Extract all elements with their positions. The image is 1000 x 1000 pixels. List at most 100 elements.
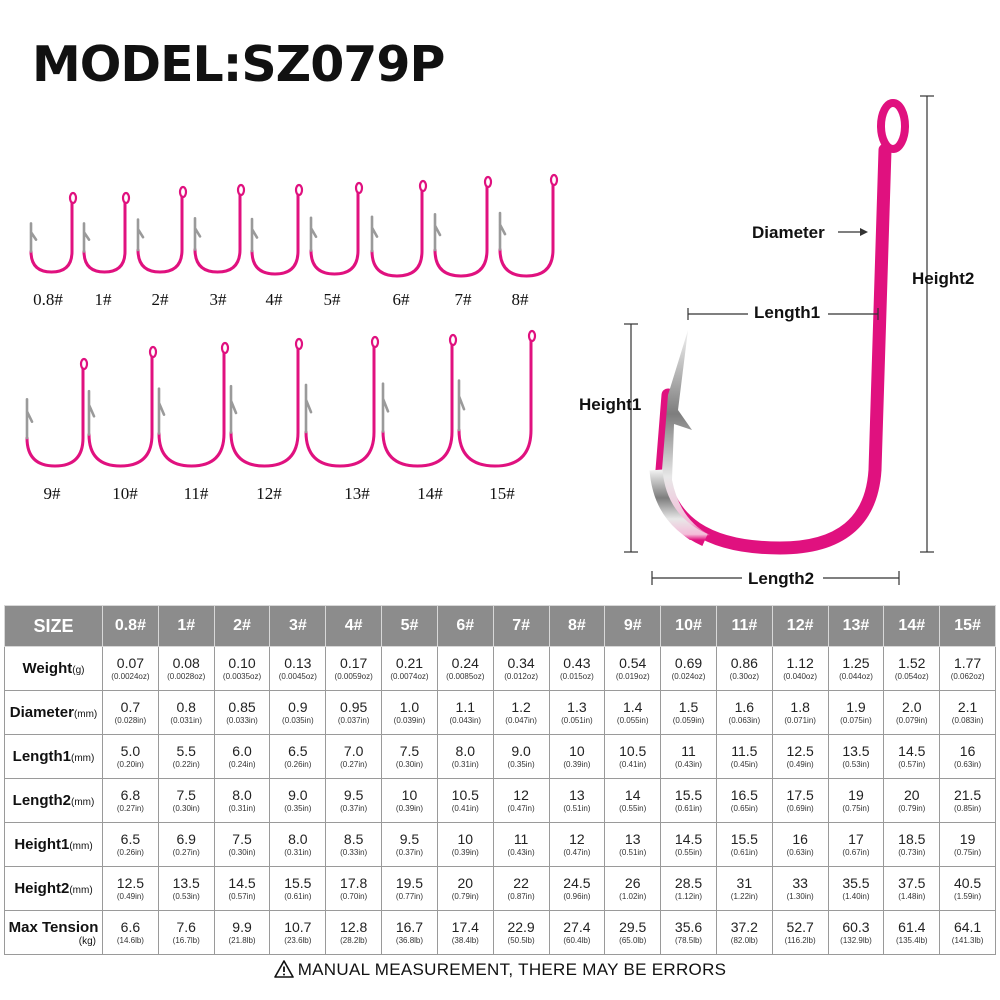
table-cell: 16.7(36.8lb) bbox=[381, 910, 438, 955]
table-cell: 20(0.79in) bbox=[436, 866, 494, 911]
table-cell: 0.24(0.0085oz) bbox=[436, 646, 494, 691]
table-cell: 1.3(0.051in) bbox=[548, 690, 606, 735]
row-label: Length2(mm) bbox=[4, 778, 103, 823]
table-cell: 31(1.22in) bbox=[715, 866, 773, 911]
table-cell: 35.5(1.40in) bbox=[827, 866, 885, 911]
large-hook-icon bbox=[649, 99, 909, 555]
size-column-header: 12# bbox=[771, 605, 829, 647]
hook-size-label: 4# bbox=[265, 290, 283, 309]
row-label: Diameter(mm) bbox=[4, 690, 103, 735]
hook-size-label: 7# bbox=[454, 290, 472, 309]
size-column-header: 13# bbox=[827, 605, 885, 647]
table-cell: 6.6(14.6lb) bbox=[102, 910, 159, 955]
table-cell: 1.2(0.047in) bbox=[492, 690, 550, 735]
table-cell: 10.5(0.41in) bbox=[604, 734, 662, 779]
table-row: Weight(g)0.07(0.0024oz)0.08(0.0028oz)0.1… bbox=[4, 646, 996, 691]
table-cell: 22(0.87in) bbox=[492, 866, 550, 911]
hook-thumbnail-icon bbox=[498, 173, 559, 278]
table-row: Diameter(mm)0.7(0.028in)0.8(0.031in)0.85… bbox=[4, 690, 996, 735]
table-cell: 12(0.47in) bbox=[492, 778, 550, 823]
table-cell: 7.6(16.7lb) bbox=[157, 910, 215, 955]
table-row: Max Tension(kg)6.6(14.6lb)7.6(16.7lb)9.9… bbox=[4, 910, 996, 955]
hook-size-label: 3# bbox=[209, 290, 227, 309]
table-cell: 20(0.79in) bbox=[883, 778, 941, 823]
row-label: Max Tension(kg) bbox=[4, 910, 103, 955]
table-row: Height2(mm)12.5(0.49in)13.5(0.53in)14.5(… bbox=[4, 866, 996, 911]
hook-size-label: 11# bbox=[183, 484, 209, 503]
table-cell: 33(1.30in) bbox=[771, 866, 829, 911]
table-cell: 0.86(0.30oz) bbox=[715, 646, 773, 691]
length2-label: Length2 bbox=[748, 569, 815, 588]
row-label: Weight(g) bbox=[4, 646, 103, 691]
table-cell: 18.5(0.73in) bbox=[883, 822, 941, 867]
table-cell: 1.4(0.055in) bbox=[604, 690, 662, 735]
table-cell: 7.5(0.30in) bbox=[157, 778, 215, 823]
table-cell: 1.1(0.043in) bbox=[436, 690, 494, 735]
table-cell: 0.95(0.037in) bbox=[325, 690, 383, 735]
table-cell: 8.0(0.31in) bbox=[213, 778, 271, 823]
table-cell: 9.0(0.35in) bbox=[492, 734, 550, 779]
hook-size-label: 8# bbox=[511, 290, 529, 309]
table-cell: 17.4(38.4lb) bbox=[436, 910, 494, 955]
table-cell: 27.4(60.4lb) bbox=[548, 910, 606, 955]
table-cell: 15.5(0.61in) bbox=[715, 822, 773, 867]
table-cell: 61.4(135.4lb) bbox=[883, 910, 941, 955]
table-cell: 5.5(0.22in) bbox=[157, 734, 215, 779]
table-cell: 7.5(0.30in) bbox=[381, 734, 438, 779]
table-cell: 6.8(0.27in) bbox=[102, 778, 159, 823]
size-column-header: 8# bbox=[548, 605, 606, 647]
row-label: Length1(mm) bbox=[4, 734, 103, 779]
table-cell: 17.8(0.70in) bbox=[325, 866, 383, 911]
table-cell: 11.5(0.45in) bbox=[715, 734, 773, 779]
table-cell: 8.5(0.33in) bbox=[325, 822, 383, 867]
table-cell: 1.77(0.062oz) bbox=[939, 646, 996, 691]
hook-size-label: 0.8# bbox=[33, 290, 63, 309]
table-cell: 12(0.47in) bbox=[548, 822, 606, 867]
height2-label: Height2 bbox=[912, 269, 975, 288]
table-cell: 6.5(0.26in) bbox=[102, 822, 159, 867]
table-header-row: SIZE 0.8#1#2#3#4#5#6#7#8#9#10#11#12#13#1… bbox=[4, 605, 996, 647]
size-column-header: 2# bbox=[213, 605, 271, 647]
hook-thumbnail-icon bbox=[370, 179, 428, 278]
table-cell: 12.5(0.49in) bbox=[102, 866, 159, 911]
hook-thumbnail-icon bbox=[304, 335, 380, 468]
hook-thumbnail-icon bbox=[157, 341, 230, 468]
table-cell: 13(0.51in) bbox=[604, 822, 662, 867]
table-cell: 1.6(0.063in) bbox=[715, 690, 773, 735]
model-title: MODEL:SZ079P bbox=[32, 36, 445, 93]
table-cell: 21.5(0.85in) bbox=[939, 778, 996, 823]
table-cell: 6.0(0.24in) bbox=[213, 734, 271, 779]
table-cell: 1.25(0.044oz) bbox=[827, 646, 885, 691]
table-cell: 6.5(0.26in) bbox=[269, 734, 327, 779]
size-column-header: 5# bbox=[381, 605, 438, 647]
table-cell: 8.0(0.31in) bbox=[436, 734, 494, 779]
hook-thumbnail-icon bbox=[381, 333, 458, 468]
size-column-header: 10# bbox=[660, 605, 717, 647]
hook-size-label: 14# bbox=[417, 484, 443, 503]
hook-thumbnail-icon bbox=[193, 183, 246, 274]
table-cell: 1.52(0.054oz) bbox=[883, 646, 941, 691]
table-cell: 24.5(0.96in) bbox=[548, 866, 606, 911]
table-cell: 13.5(0.53in) bbox=[157, 866, 215, 911]
table-cell: 19(0.75in) bbox=[827, 778, 885, 823]
table-row: Height1(mm)6.5(0.26in)6.9(0.27in)7.5(0.3… bbox=[4, 822, 996, 867]
table-cell: 7.5(0.30in) bbox=[213, 822, 271, 867]
table-cell: 6.9(0.27in) bbox=[157, 822, 215, 867]
table-cell: 10.7(23.6lb) bbox=[269, 910, 327, 955]
table-cell: 2.1(0.083in) bbox=[939, 690, 996, 735]
table-row: Length1(mm)5.0(0.20in)5.5(0.22in)6.0(0.2… bbox=[4, 734, 996, 779]
hook-thumbnail-icon bbox=[250, 183, 304, 276]
table-cell: 64.1(141.3lb) bbox=[939, 910, 996, 955]
hook-size-label: 5# bbox=[323, 290, 341, 309]
row-label: Height2(mm) bbox=[4, 866, 103, 911]
table-cell: 0.43(0.015oz) bbox=[548, 646, 606, 691]
table-cell: 0.10(0.0035oz) bbox=[213, 646, 271, 691]
table-cell: 0.7(0.028in) bbox=[102, 690, 159, 735]
table-cell: 15.5(0.61in) bbox=[269, 866, 327, 911]
table-cell: 0.85(0.033in) bbox=[213, 690, 271, 735]
table-cell: 1.12(0.040oz) bbox=[771, 646, 829, 691]
table-cell: 16(0.63in) bbox=[771, 822, 829, 867]
table-cell: 0.07(0.0024oz) bbox=[102, 646, 159, 691]
table-cell: 16.5(0.65in) bbox=[715, 778, 773, 823]
table-cell: 17.5(0.69in) bbox=[771, 778, 829, 823]
